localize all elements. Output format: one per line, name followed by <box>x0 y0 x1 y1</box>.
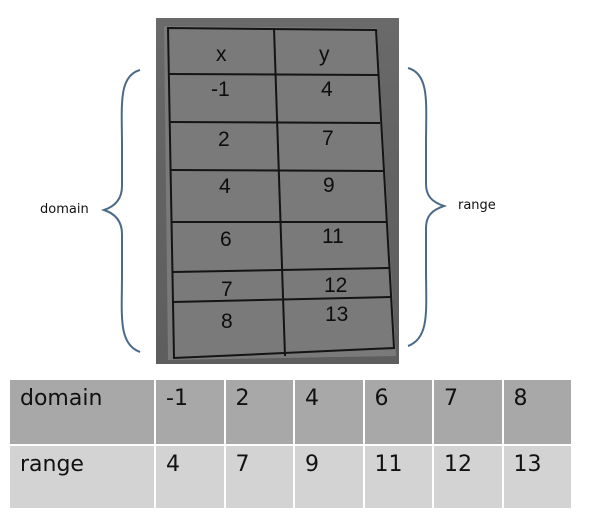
domain-range-table: domain -1 2 4 6 7 8 range 4 7 9 11 12 13 <box>8 378 573 510</box>
photo-cell-x: -1 <box>211 78 230 101</box>
domain-cell: 4 <box>293 378 365 446</box>
photo-cell-y: 4 <box>321 78 333 101</box>
range-cell: 4 <box>154 444 226 510</box>
domain-cell: 6 <box>362 378 434 446</box>
row-header-range: range <box>8 444 156 510</box>
table-row-domain: domain -1 2 4 6 7 8 <box>8 378 573 446</box>
photo-cell-y: 13 <box>325 303 348 326</box>
range-brace-icon <box>407 67 448 347</box>
photo-cell-x: 7 <box>221 278 233 301</box>
domain-cell: 8 <box>501 378 573 446</box>
photo-header-x: x <box>216 43 227 66</box>
photo-cell-y: 7 <box>322 127 334 150</box>
photo-cell-y: 12 <box>324 274 347 297</box>
photo-cell-y: 11 <box>322 225 344 248</box>
domain-label: domain <box>40 202 89 217</box>
range-cell: 12 <box>432 444 504 510</box>
domain-cell: 7 <box>432 378 504 446</box>
domain-cell: 2 <box>223 378 295 446</box>
photo-cell-y: 9 <box>323 174 335 197</box>
table-photo: x y -1 4 2 7 4 9 6 11 7 12 8 13 <box>156 18 399 364</box>
domain-brace-icon <box>100 69 141 353</box>
photo-header-y: y <box>319 43 330 66</box>
table-row-range: range 4 7 9 11 12 13 <box>8 444 573 510</box>
photo-cell-x: 4 <box>219 175 231 198</box>
range-cell: 9 <box>293 444 365 510</box>
row-header-domain: domain <box>8 378 156 446</box>
photo-cell-x: 2 <box>218 128 230 151</box>
range-label: range <box>458 198 496 213</box>
range-cell: 13 <box>501 444 573 510</box>
range-cell: 7 <box>223 444 295 510</box>
grid-lines <box>166 26 396 360</box>
domain-cell: -1 <box>154 378 226 446</box>
photo-cell-x: 6 <box>220 228 232 251</box>
table-photo-drawing: x y -1 4 2 7 4 9 6 11 7 12 8 13 <box>164 26 396 360</box>
photo-cell-x: 8 <box>221 310 233 333</box>
range-cell: 11 <box>362 444 434 510</box>
